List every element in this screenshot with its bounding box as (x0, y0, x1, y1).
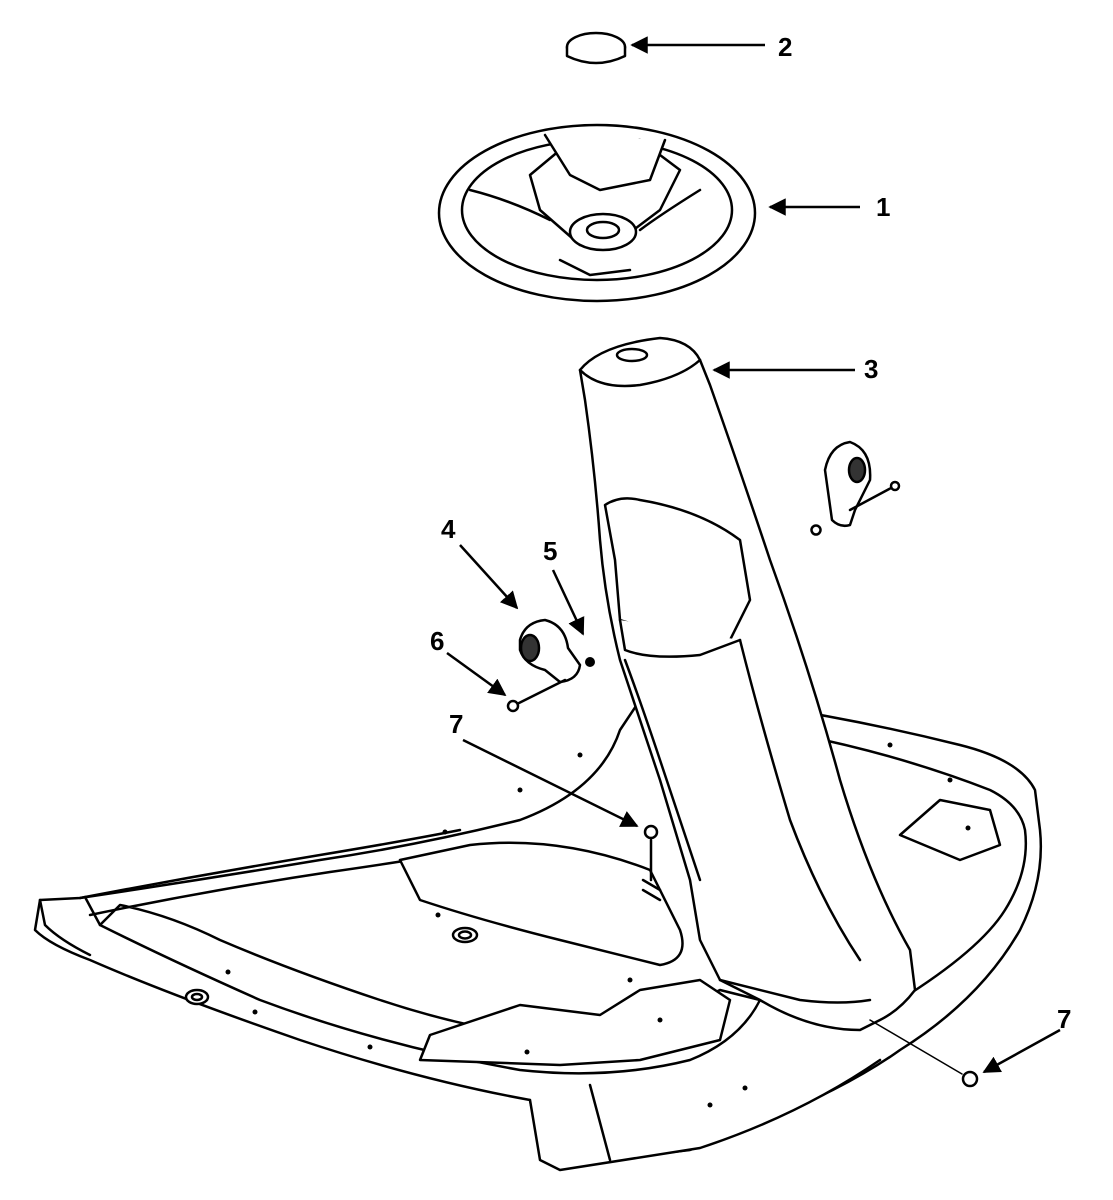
mounting-holes (225, 742, 971, 1108)
bolt-7-lower (869, 1019, 979, 1088)
callout-7-lower: 7 (1057, 1004, 1071, 1034)
callout-4: 4 (441, 514, 456, 544)
bolt-6 (506, 678, 567, 713)
steering-column-cover (578, 336, 917, 1032)
callout-leaders (446, 36, 1061, 1074)
callout-3: 3 (864, 354, 878, 384)
left-lever (518, 618, 582, 684)
callout-5: 5 (543, 536, 557, 566)
bolt-7-upper (641, 824, 662, 902)
right-lever (810, 440, 901, 536)
callout-7-upper: 7 (449, 709, 463, 739)
callout-1: 1 (876, 192, 890, 222)
callout-2: 2 (778, 32, 792, 62)
callout-6: 6 (430, 626, 444, 656)
washer-5 (585, 657, 595, 667)
horn-cap (565, 31, 627, 65)
steering-wheel (437, 123, 757, 303)
